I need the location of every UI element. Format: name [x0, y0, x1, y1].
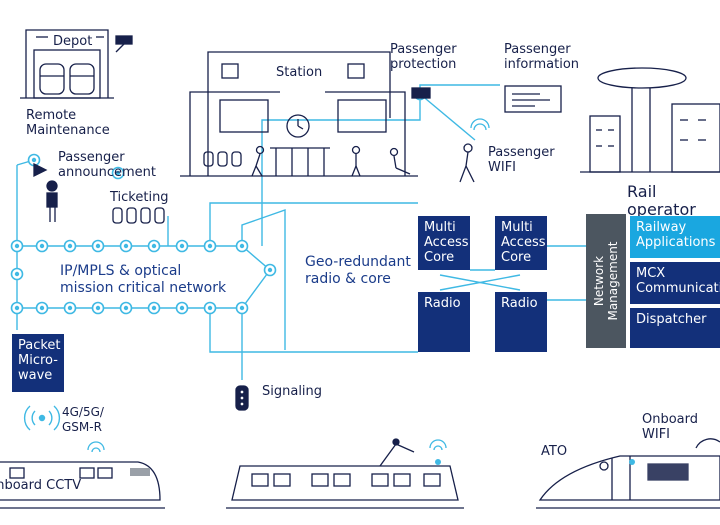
depot-label: Depot	[53, 34, 93, 49]
radio-box-2: Radio	[495, 292, 547, 352]
city-skyline	[580, 67, 720, 173]
mcx-communications-box: MCX Communications	[630, 262, 720, 304]
depot-building	[20, 29, 133, 99]
passenger-wifi-person	[459, 118, 490, 183]
cellular-label: 4G/5G/ GSM-R	[62, 405, 104, 434]
multi-access-core-box-1: Multi Access Core	[418, 216, 470, 270]
ip-mpls-network-label: IP/MPLS & optical mission critical netwo…	[60, 263, 227, 296]
network-management-label: Network Management	[592, 241, 620, 321]
geo-redundant-label: Geo-redundant radio & core	[305, 254, 411, 287]
ticketing-machines	[112, 207, 165, 224]
passenger-information-label: Passenger information	[504, 42, 580, 72]
station-label: Station	[276, 65, 323, 80]
multi-access-core-box-2: Multi Access Core	[495, 216, 547, 270]
rail-operator-label: Rail operator	[627, 182, 696, 219]
signal-post	[235, 385, 249, 411]
dispatcher-box: Dispatcher	[630, 308, 720, 348]
station-building	[180, 51, 431, 177]
train-middle	[226, 438, 464, 509]
radio-box-1: Radio	[418, 292, 470, 352]
ato-label: ATO	[541, 444, 568, 459]
onboard-wifi-label: Onboard WIFI	[642, 412, 699, 442]
railway-applications-box: Railway Applications	[630, 216, 720, 258]
passenger-protection-label: Passenger protection	[390, 42, 457, 72]
passenger-information-display	[504, 85, 562, 113]
packet-microwave-box: Packet Micro- wave	[12, 334, 64, 392]
remote-maintenance-label: Remote Maintenance	[26, 108, 110, 138]
network-management-panel: Network Management	[586, 214, 626, 348]
train-right	[536, 438, 720, 509]
passenger-wifi-label: Passenger WIFI	[488, 145, 555, 175]
announcement-person	[33, 162, 58, 222]
passenger-announcement-label: Passenger announcement	[58, 150, 157, 180]
onboard-cctv-label: Onboard CCTV	[0, 478, 82, 493]
signaling-label: Signaling	[262, 384, 323, 399]
cell-antenna	[23, 405, 61, 431]
ticketing-label: Ticketing	[110, 190, 169, 205]
train-left	[0, 441, 165, 509]
